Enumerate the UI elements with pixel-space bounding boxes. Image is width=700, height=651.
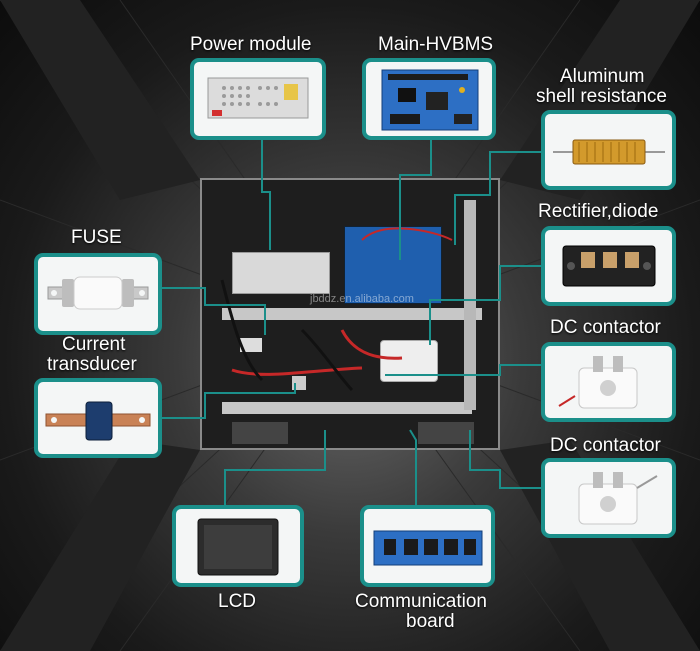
power-module-image	[207, 77, 309, 119]
label-lcd: LCD	[218, 591, 257, 612]
label-dc-contactor-2: DC contactor	[550, 435, 661, 456]
box-fuse	[240, 338, 262, 352]
din-rail-bottom	[222, 402, 472, 414]
label-comm-1: Communication	[355, 591, 487, 612]
card-power-module	[190, 58, 326, 140]
card-lcd	[172, 505, 304, 587]
watermark: jbddz.en.alibaba.com	[310, 293, 414, 305]
card-main-hvbms	[362, 58, 496, 140]
box-power-module	[232, 252, 330, 294]
rectifier-diode-image	[562, 245, 656, 287]
box-terminal-left	[232, 422, 288, 444]
box-hvbms-board	[344, 226, 442, 304]
label-current-2: transducer	[47, 354, 137, 375]
din-rail-top	[222, 308, 482, 320]
label-power-module: Power module	[190, 34, 312, 55]
label-fuse: FUSE	[71, 227, 122, 248]
current-transducer-image	[45, 401, 151, 441]
fuse-image	[47, 276, 149, 310]
label-current-1: Current	[62, 334, 126, 355]
card-current-transducer	[34, 378, 162, 458]
card-rectifier-diode	[541, 226, 676, 306]
card-fuse	[34, 253, 162, 335]
card-dc-contactor-1	[541, 342, 676, 422]
card-communication-board	[360, 505, 495, 587]
label-dc-contactor-1: DC contactor	[550, 317, 661, 338]
lcd-image	[197, 518, 279, 576]
battery-control-box	[200, 178, 500, 450]
card-aluminum-resistance	[541, 110, 676, 190]
label-comm-2: board	[406, 611, 455, 632]
dc-contactor-image-1	[558, 356, 638, 409]
card-dc-contactor-2	[541, 458, 676, 538]
din-rail-vertical	[464, 200, 476, 410]
label-aluminum-2: shell resistance	[536, 86, 667, 107]
hvbms-board-image	[381, 69, 479, 131]
label-aluminum-1: Aluminum	[560, 66, 645, 87]
dc-contactor-image-2	[578, 472, 658, 525]
box-terminal-right	[418, 422, 474, 444]
box-wiring	[220, 227, 453, 392]
label-main-hvbms: Main-HVBMS	[378, 34, 494, 55]
aluminum-resistor-image	[553, 139, 665, 165]
communication-board-image	[373, 530, 483, 566]
label-rectifier: Rectifier,diode	[538, 201, 659, 222]
